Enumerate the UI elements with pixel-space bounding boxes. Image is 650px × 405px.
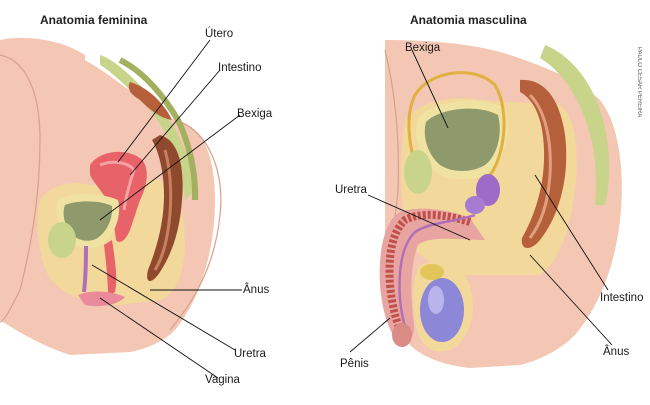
male-urethra bbox=[398, 213, 476, 339]
male-corpus bbox=[385, 210, 472, 336]
female-buttock bbox=[169, 119, 222, 331]
leader-f-uretra bbox=[91, 264, 236, 351]
female-bladder-lumen bbox=[63, 201, 113, 241]
label-f-anus: Ânus bbox=[243, 284, 270, 296]
female-urethra bbox=[82, 245, 88, 293]
male-spine bbox=[540, 45, 610, 205]
male-vas-deferens bbox=[407, 71, 506, 176]
female-spine bbox=[100, 55, 195, 200]
leader-m-bexiga bbox=[411, 49, 449, 129]
female-vagina bbox=[104, 240, 117, 296]
leader-m-uretra bbox=[367, 194, 471, 241]
label-f-bexiga: Bexiga bbox=[237, 108, 273, 120]
female-pubic-bone bbox=[48, 222, 76, 258]
male-seminal-vesicle bbox=[476, 174, 500, 206]
female-anatomy-figure bbox=[0, 37, 222, 356]
leader-f-bexiga bbox=[99, 114, 241, 221]
female-rectum bbox=[147, 135, 183, 282]
leader-m-intestino bbox=[534, 174, 609, 291]
female-rectum-inner bbox=[153, 149, 173, 271]
male-glans bbox=[392, 323, 412, 347]
label-f-intestino: Intestino bbox=[218, 62, 262, 74]
male-penis bbox=[379, 208, 485, 343]
label-m-bexiga: Bexiga bbox=[405, 42, 441, 54]
label-m-anus: Ânus bbox=[603, 346, 630, 358]
male-bladder-lumen bbox=[424, 108, 500, 171]
male-rectum-inner bbox=[528, 93, 552, 239]
leader-m-anus bbox=[529, 254, 613, 346]
male-anatomy-figure bbox=[379, 40, 622, 368]
leader-m-penis bbox=[349, 317, 391, 353]
male-epididymis bbox=[420, 264, 444, 280]
label-m-intestino: Intestino bbox=[600, 292, 644, 304]
male-testis-highlight bbox=[428, 286, 444, 314]
illustrator-credit: PAULO CESAR PEREIRA bbox=[636, 47, 642, 117]
female-belly-contour bbox=[0, 54, 41, 323]
male-title: Anatomia masculina bbox=[410, 13, 527, 27]
label-f-uretra: Uretra bbox=[234, 348, 266, 360]
female-title: Anatomia feminina bbox=[40, 13, 148, 27]
female-sacrum bbox=[118, 57, 199, 201]
leader-lines bbox=[91, 39, 613, 379]
label-f-utero: Útero bbox=[205, 28, 234, 40]
male-prostate bbox=[465, 196, 485, 214]
leader-f-utero bbox=[117, 39, 211, 163]
credit-text: PAULO CESAR PEREIRA bbox=[636, 47, 642, 117]
leader-f-intestino bbox=[129, 69, 221, 176]
label-m-penis: Pênis bbox=[340, 358, 369, 370]
female-intestine bbox=[128, 82, 172, 120]
label-m-uretra: Uretra bbox=[335, 184, 367, 196]
male-pubic-bone bbox=[404, 150, 432, 194]
male-testis bbox=[420, 278, 464, 342]
label-f-vagina: Vagina bbox=[205, 374, 240, 386]
leader-f-vagina bbox=[99, 297, 219, 379]
